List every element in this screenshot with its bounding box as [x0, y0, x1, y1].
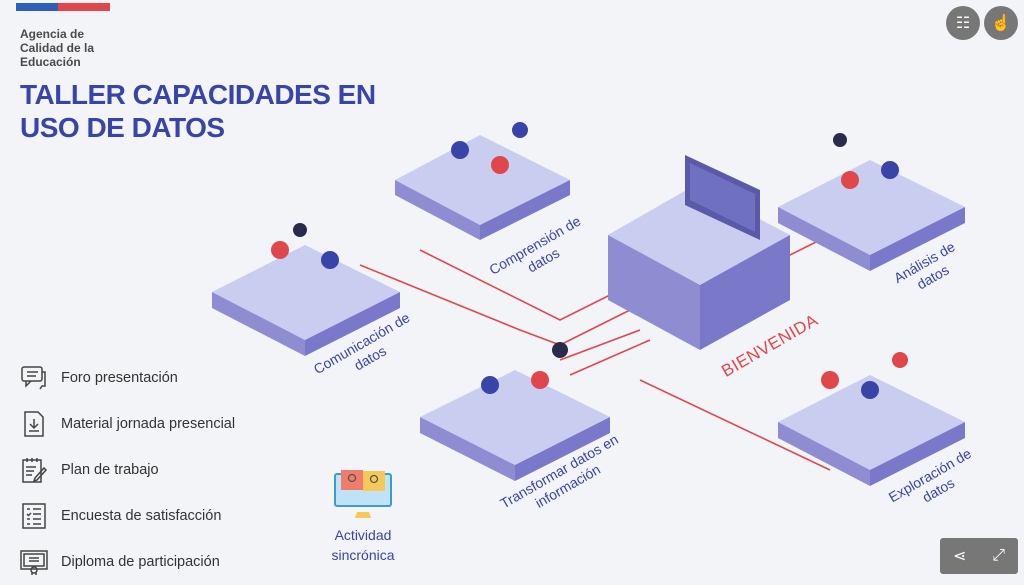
- checklist-icon: [22, 503, 46, 529]
- menu-item-encuesta[interactable]: Encuesta de satisfacción: [20, 493, 235, 539]
- agency-logo-text: Agencia de Calidad de la Educación: [20, 27, 95, 69]
- menu-item-diploma[interactable]: Diploma de participación: [20, 539, 235, 585]
- certificate-icon: [20, 550, 48, 575]
- resource-menu: Foro presentación Material jornada prese…: [20, 355, 235, 585]
- platform-bienvenida: [608, 155, 790, 350]
- platform-comprension: [395, 135, 570, 240]
- platform-analisis: [778, 160, 965, 271]
- share-icon[interactable]: ⋖: [952, 548, 967, 565]
- fullscreen-icon[interactable]: ⤢: [992, 547, 1006, 564]
- flag-bar: [16, 3, 110, 11]
- menu-item-plan[interactable]: Plan de trabajo: [20, 447, 235, 493]
- video-conference-icon: [334, 470, 392, 518]
- platform-transformar: [420, 370, 610, 481]
- connector-lines: [359, 239, 831, 471]
- people-figures: [271, 122, 908, 399]
- bottom-controls: ⋖ ⤢: [940, 538, 1018, 574]
- hand-pointer-icon: ☝: [991, 15, 1011, 32]
- checklist-icon: ☷: [955, 15, 971, 32]
- download-file-icon: [24, 411, 44, 437]
- touch-button[interactable]: ☝: [984, 6, 1018, 40]
- menu-item-material[interactable]: Material jornada presencial: [20, 401, 235, 447]
- platform-exploracion: [778, 375, 965, 486]
- menu-item-foro[interactable]: Foro presentación: [20, 355, 235, 401]
- notepad-pencil-icon: [22, 458, 48, 483]
- chat-icon: [21, 366, 46, 390]
- checklist-button[interactable]: ☷: [946, 6, 980, 40]
- platform-comunicacion: [212, 245, 400, 356]
